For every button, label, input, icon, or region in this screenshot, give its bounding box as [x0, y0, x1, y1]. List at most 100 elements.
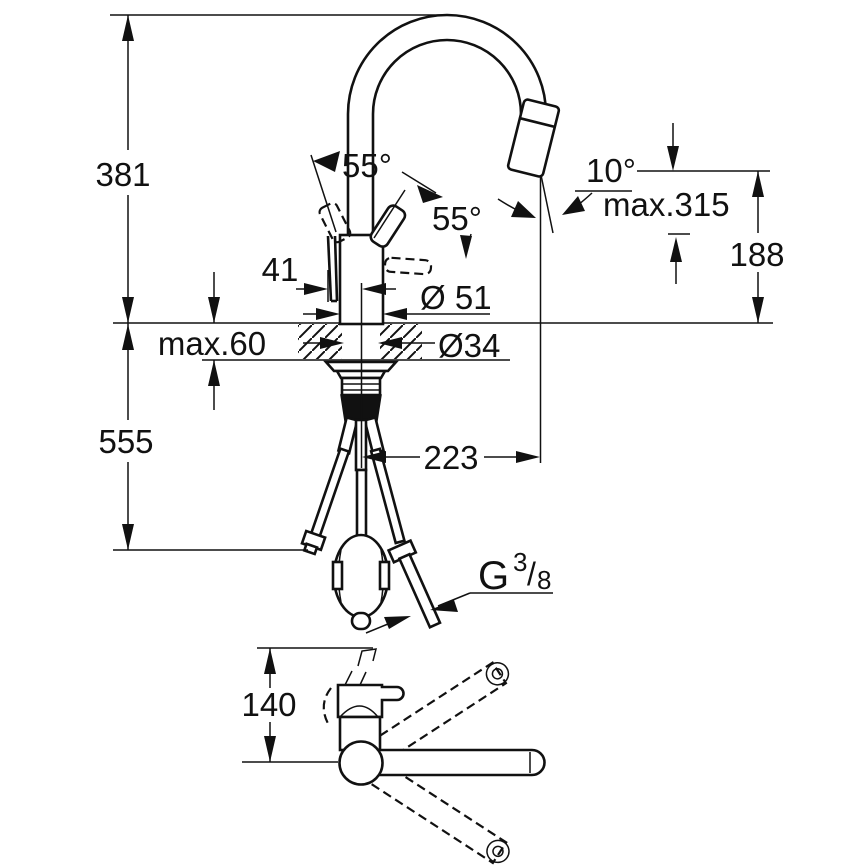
arrowhead-down — [667, 146, 679, 171]
spout-dashed-upper — [366, 661, 508, 766]
dim-d34: Ø34 — [303, 327, 500, 364]
spout-swing-lower — [367, 760, 510, 865]
arrowhead-left — [378, 337, 402, 349]
arrowhead-down — [122, 297, 134, 323]
dim-label-d34: Ø34 — [438, 327, 500, 364]
dim-label-d51: Ø 51 — [420, 279, 492, 316]
spout-arm-top-view — [373, 748, 546, 777]
arrowhead-arc-right — [562, 196, 585, 215]
g38-leader-slant — [437, 592, 471, 607]
lever-neck-line-b — [359, 671, 367, 686]
arrowhead-right — [304, 283, 328, 295]
spray-tip-outline-lower — [486, 839, 510, 864]
thread-label-sup3: 3 — [513, 547, 527, 577]
dim-label-381: 381 — [95, 156, 150, 193]
spout-outer-edge — [346, 13, 551, 237]
dim-spray-cluster: 10° max.315 188 — [497, 123, 785, 463]
arrowhead-right — [320, 337, 344, 349]
lever-side-dashed-arc — [322, 687, 332, 728]
spray-tip-center-upper — [491, 668, 504, 680]
dim-label-max60: max.60 — [158, 325, 266, 362]
supply-hose-right-tube — [369, 447, 407, 545]
lever-solid — [369, 204, 407, 248]
arrowhead-up — [752, 171, 764, 197]
dim-d51: Ø 51 — [303, 279, 492, 320]
callout-g38: G 3 / 8 — [365, 547, 553, 634]
hose-weight-clip-right — [378, 560, 391, 591]
arrowhead-up — [122, 324, 134, 350]
dim-55-swivel: 55° — [310, 147, 443, 239]
supply-hose-left — [300, 446, 351, 556]
thread-label-g: G — [478, 554, 509, 598]
lever-dashed-left — [318, 202, 352, 244]
arrowhead-to-hose — [430, 600, 458, 612]
lever-position-horizontal — [383, 256, 433, 276]
hose-weight-clip-left — [331, 560, 344, 591]
arrowhead-left-down — [313, 151, 340, 172]
thread-label-sub8: 8 — [537, 565, 551, 595]
arrowhead-left — [362, 283, 386, 295]
faucet-main-view — [318, 13, 561, 468]
lever-tip-hook — [357, 648, 377, 667]
spout-dashed-lower — [367, 760, 508, 865]
dim-max60: max.60 — [158, 272, 266, 410]
spray-head-joint — [519, 116, 556, 129]
dim-label-188: 188 — [729, 236, 784, 273]
lever-neck-line-a — [344, 670, 353, 686]
dim-223: 223 — [362, 439, 540, 476]
arrowhead-down — [264, 736, 276, 762]
spray-tip-outline-upper — [485, 662, 510, 686]
arrowhead-right-down — [417, 185, 443, 203]
dim-label-max315: max.315 — [603, 186, 730, 223]
dim-381-555: 381 555 — [95, 14, 442, 551]
dim-55-lever: 55° — [432, 200, 482, 259]
arrowhead-down — [460, 235, 472, 259]
lever-position-up — [369, 204, 407, 248]
spray-hose-end — [386, 538, 442, 629]
arrowhead-from-below — [384, 616, 411, 629]
lever-top-view — [336, 683, 405, 719]
base-circle-top-view — [338, 740, 384, 786]
dim-label-10deg: 10° — [586, 152, 636, 189]
lever-position-left — [318, 202, 352, 244]
faucet-top-view: 140 — [241, 647, 546, 865]
dim-label-555: 555 — [98, 423, 153, 460]
arrowhead-down — [752, 297, 764, 323]
dim-label-55-lever: 55° — [432, 200, 482, 237]
dim-label-55-swivel: 55° — [342, 147, 392, 184]
arrowhead-right — [516, 451, 540, 463]
arrowhead-up — [670, 237, 682, 262]
below-deck-assembly — [300, 360, 442, 631]
supply-hose-right — [369, 447, 407, 545]
arrowhead-right — [316, 308, 340, 320]
arrowhead-left — [383, 308, 407, 320]
arrowhead-up — [122, 15, 134, 41]
lever-down-edge-b — [333, 235, 339, 302]
spray-tip-center-lower — [492, 845, 504, 858]
angle-line-left — [310, 154, 337, 233]
spray-head-body — [506, 98, 561, 178]
supply-hose-left-tube — [309, 446, 351, 539]
g38-tail-line — [365, 623, 389, 634]
dim-label-223: 223 — [423, 439, 478, 476]
dim-label-140: 140 — [241, 686, 296, 723]
lever-dome-arc — [339, 705, 379, 718]
pullout-hose-lower — [355, 468, 368, 544]
arrowhead-down — [208, 297, 220, 323]
spout-inner-edge — [371, 38, 526, 237]
spray-axis-10deg-line — [540, 174, 554, 234]
dim-41: 41 — [262, 251, 396, 302]
angle-leader-right — [401, 171, 437, 194]
hose-weight-tab — [350, 611, 372, 631]
arrowhead-left — [362, 451, 386, 463]
arrowhead-arc-left — [511, 201, 536, 218]
arrowhead-down — [122, 524, 134, 550]
spout-swing-upper — [366, 661, 510, 766]
thread-label-slash: / — [527, 556, 536, 592]
spray-hose-thread-end — [397, 552, 442, 629]
arrowhead-up — [264, 648, 276, 674]
dim-label-41: 41 — [262, 251, 299, 288]
supply-hose-left-tip — [302, 542, 319, 556]
